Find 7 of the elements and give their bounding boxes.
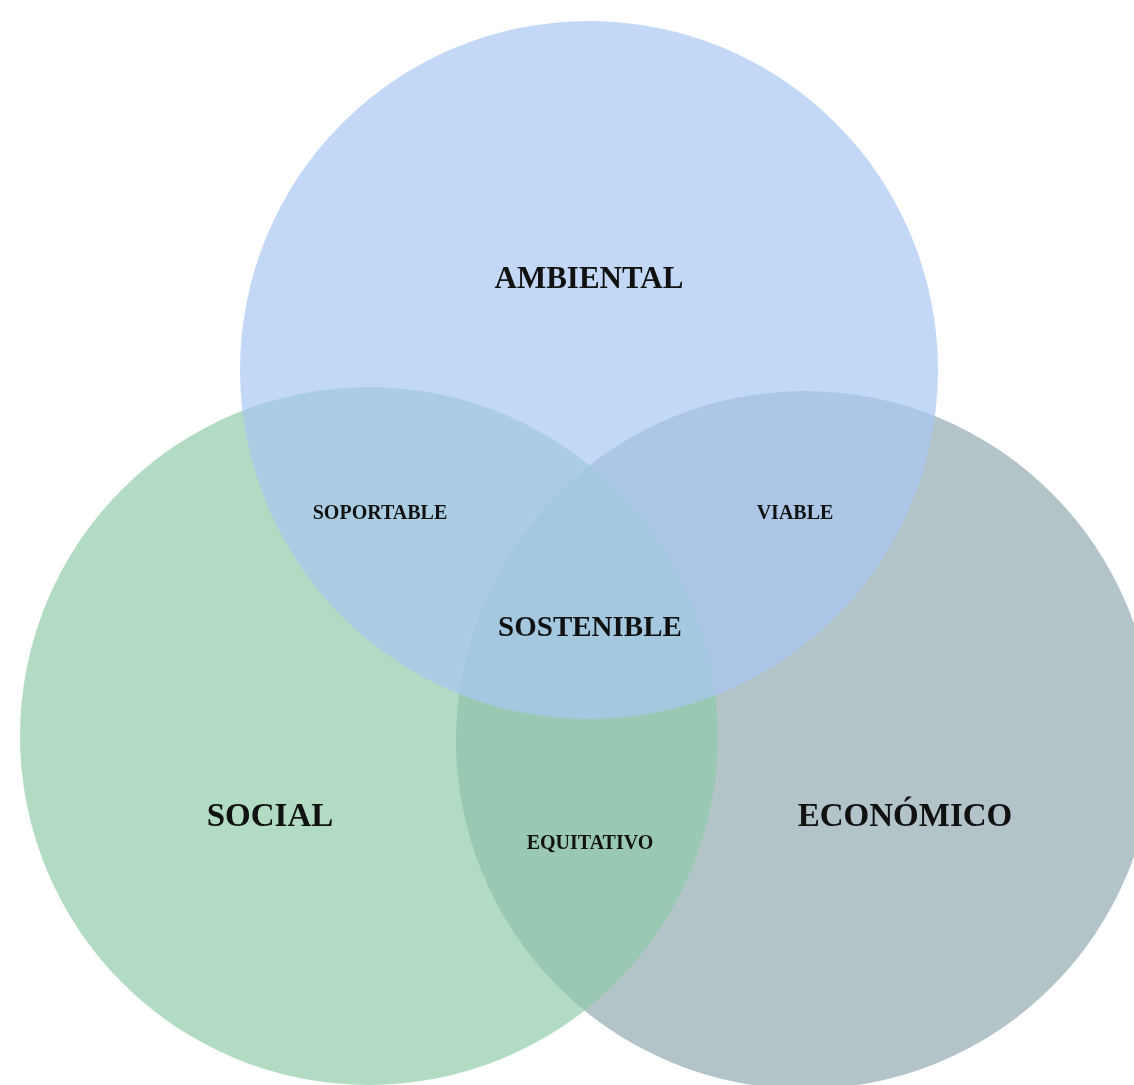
overlap-label: VIABLE [756,500,834,524]
circle-label: AMBIENTAL [494,260,684,296]
circle-label: SOCIAL [206,796,334,834]
circle-label: ECONÓMICO [797,796,1013,834]
overlap-label: EQUITATIVO [526,830,654,854]
overlap-label: SOPORTABLE [312,500,448,524]
overlap-label: SOSTENIBLE [498,609,682,643]
